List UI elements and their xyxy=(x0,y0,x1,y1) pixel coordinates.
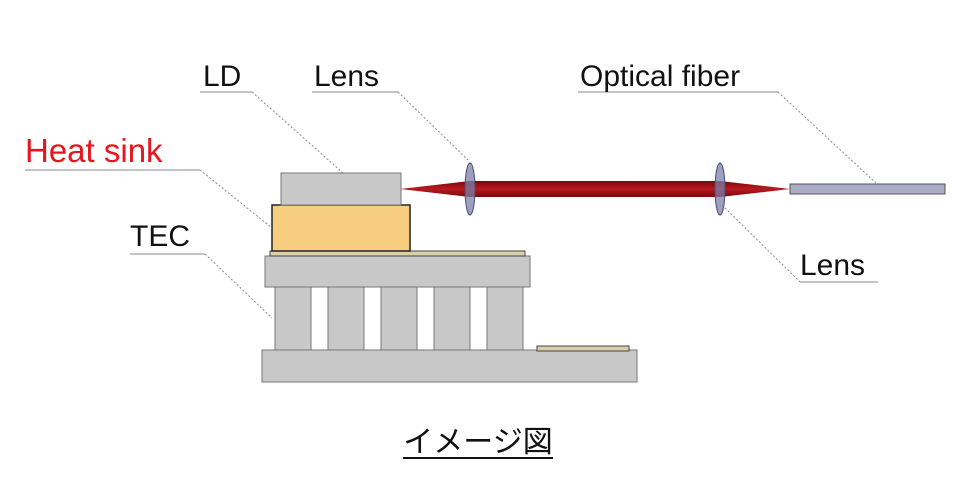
optical-fiber-label: Optical fiber xyxy=(580,60,740,93)
tec-leader xyxy=(130,253,273,319)
lens-top-leader xyxy=(312,91,469,161)
laser-beam xyxy=(400,181,790,197)
lens-right xyxy=(714,162,726,216)
optical-fiber-leader xyxy=(578,91,877,184)
lens-bottom-label: Lens xyxy=(800,249,865,282)
lens-top-label: Lens xyxy=(314,60,379,93)
heat-sink-leader xyxy=(25,169,273,229)
lens-left xyxy=(464,162,476,216)
heat-sink-block xyxy=(271,204,411,252)
caption: イメージ図 xyxy=(403,425,552,460)
tec-pillars xyxy=(274,286,524,351)
ld-chip xyxy=(280,172,402,206)
ld-label: LD xyxy=(203,60,241,93)
tec-base-plate xyxy=(261,349,638,383)
bottom-thin-plate xyxy=(536,345,630,352)
tec-label: TEC xyxy=(130,220,190,253)
lens-bottom-leader xyxy=(721,204,878,283)
heat-sink-label: Heat sink xyxy=(25,132,163,169)
ld-leader xyxy=(200,91,344,174)
tec-top-plate xyxy=(264,255,531,288)
optical-fiber xyxy=(789,183,946,195)
